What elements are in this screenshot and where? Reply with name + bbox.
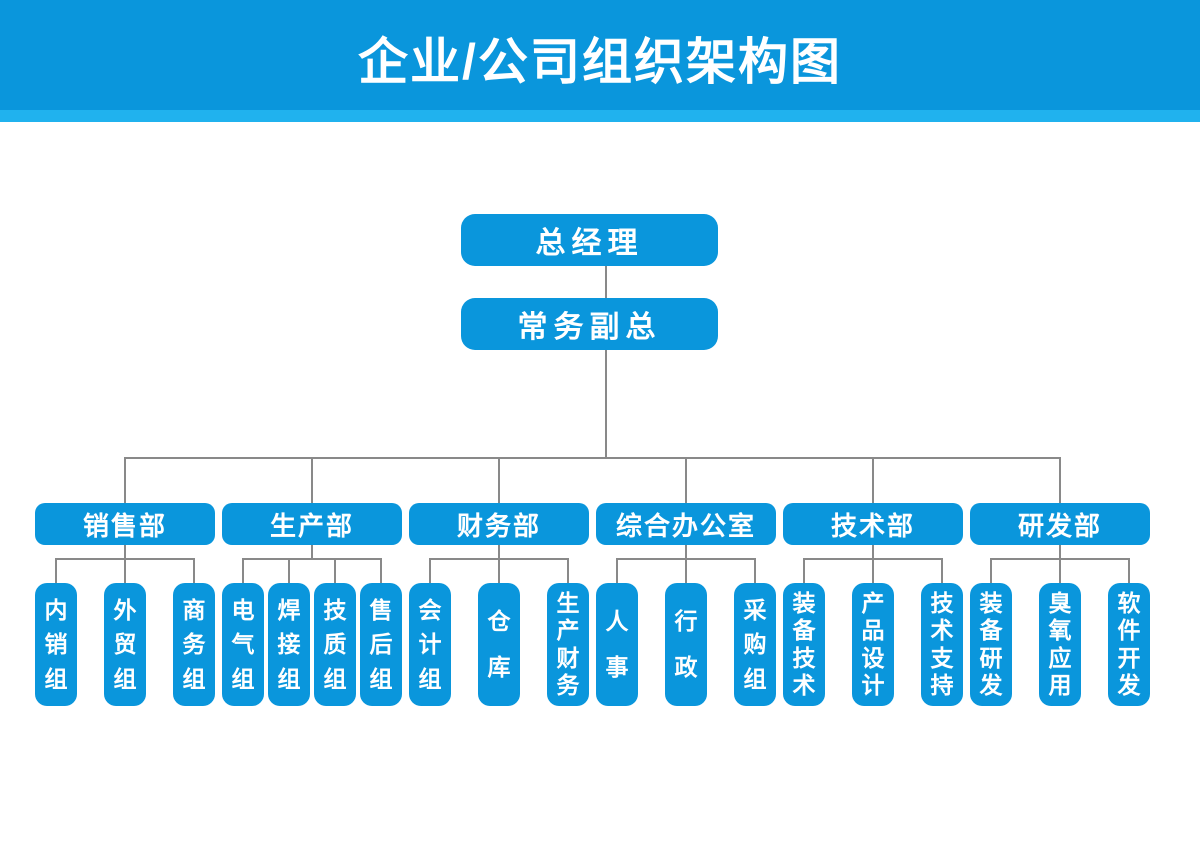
department-group: 研发部 装备研发臭氧应用软件开发 (970, 458, 1150, 706)
header-banner: 企业/公司组织架构图 (0, 0, 1200, 110)
department-group: 销售部 内销组外贸组商务组 (35, 458, 215, 706)
node-executive-deputy: 常务副总 (461, 298, 718, 350)
sub-group-box: 仓库 (478, 558, 520, 706)
sub-group-box: 软件开发 (1108, 558, 1150, 706)
sub-group-box: 产品设计 (852, 558, 894, 706)
connector-sub-stub (498, 545, 500, 560)
sub-group-box: 技术支持 (921, 558, 963, 706)
sub-group-box: 生产财务 (547, 558, 589, 706)
department-group: 技术部 装备技术产品设计技术支持 (783, 458, 963, 706)
sub-groups-row: 内销组外贸组商务组 (35, 558, 215, 706)
connector-gm-to-evp (605, 266, 607, 298)
department-label: 研发部 (1017, 510, 1102, 541)
sub-group-box: 采购组 (734, 558, 776, 706)
connector-evp-to-mainline (605, 350, 607, 458)
node-general-manager: 总经理 (461, 214, 718, 266)
departments-row: 销售部 内销组外贸组商务组 生产部 电气组焊接组技质组售后组 财务部 会计组仓库… (35, 458, 1150, 706)
sub-connector (222, 545, 402, 583)
connector-sub-horizontal (243, 558, 381, 560)
department-label: 技术部 (830, 510, 915, 541)
sub-group-box: 行政 (665, 558, 707, 706)
connector-main-horizontal (124, 457, 1061, 459)
connector-dept-stub (124, 458, 126, 503)
department-box: 生产部 (222, 503, 402, 545)
department-group: 财务部 会计组仓库生产财务 (409, 458, 589, 706)
page-title: 企业/公司组织架构图 (358, 34, 842, 90)
connector-dept-stub (685, 458, 687, 503)
sub-group-box: 售后组 (360, 558, 402, 706)
sub-group-box: 外贸组 (104, 558, 146, 706)
sub-group-box: 焊接组 (268, 558, 310, 706)
sub-group-box: 装备研发 (970, 558, 1012, 706)
sub-group-box: 商务组 (173, 558, 215, 706)
department-box: 研发部 (970, 503, 1150, 545)
connector-dept-stub (311, 458, 313, 503)
sub-group-box: 会计组 (409, 558, 451, 706)
sub-groups-row: 人事行政采购组 (596, 558, 776, 706)
sub-group-box: 装备技术 (783, 558, 825, 706)
connector-dept-stub (498, 458, 500, 503)
department-group: 综合办公室 人事行政采购组 (596, 458, 776, 706)
connector-sub-stub (685, 545, 687, 560)
sub-groups-row: 电气组焊接组技质组售后组 (222, 558, 402, 706)
connector-dept-stub (1059, 458, 1061, 503)
department-label: 财务部 (456, 510, 541, 541)
sub-groups-row: 装备研发臭氧应用软件开发 (970, 558, 1150, 706)
department-box: 财务部 (409, 503, 589, 545)
header-accent-strip (0, 110, 1200, 122)
connector-sub-stub (311, 545, 313, 560)
sub-groups-row: 会计组仓库生产财务 (409, 558, 589, 706)
connector-sub-stub (1059, 545, 1061, 560)
connector-sub-stub (124, 545, 126, 560)
department-box: 综合办公室 (596, 503, 776, 545)
department-box: 技术部 (783, 503, 963, 545)
department-label: 销售部 (82, 510, 167, 541)
sub-group-box: 内销组 (35, 558, 77, 706)
sub-group-box: 人事 (596, 558, 638, 706)
sub-group-box: 技质组 (314, 558, 356, 706)
department-box: 销售部 (35, 503, 215, 545)
connector-sub-stub (872, 545, 874, 560)
department-label: 生产部 (269, 510, 354, 541)
sub-group-box: 臭氧应用 (1039, 558, 1081, 706)
department-label: 综合办公室 (615, 510, 756, 541)
sub-groups-row: 装备技术产品设计技术支持 (783, 558, 963, 706)
connector-dept-stub (872, 458, 874, 503)
department-group: 生产部 电气组焊接组技质组售后组 (222, 458, 402, 706)
sub-group-box: 电气组 (222, 558, 264, 706)
